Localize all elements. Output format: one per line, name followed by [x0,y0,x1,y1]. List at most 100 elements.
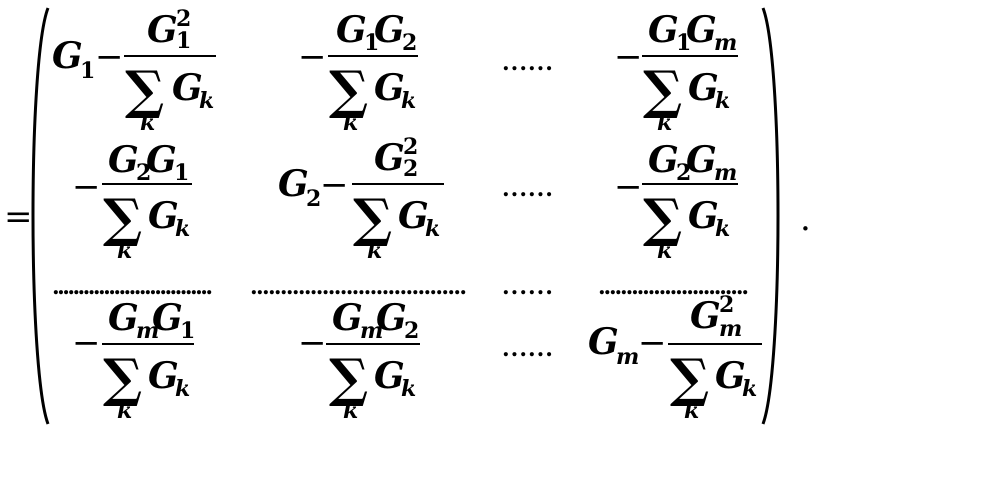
svg-text:G: G [278,163,309,205]
cell-m-2: − G m G 2 ∑ G k k [298,297,420,424]
svg-text:G: G [108,297,139,339]
svg-text:G: G [172,67,203,109]
cell-2-4: − G 2 G m ∑ G k k [614,139,738,264]
svg-text:G: G [374,9,405,51]
svg-text:k: k [175,376,190,402]
svg-text:G: G [398,195,429,237]
equals-sign: = [4,197,33,237]
svg-text:G: G [376,297,407,339]
svg-text:k: k [117,238,132,264]
cell-1-3: ...... [502,50,554,76]
svg-text:k: k [401,88,416,114]
svg-text:∑: ∑ [670,348,709,409]
period: . [800,199,811,239]
svg-text:∑: ∑ [103,188,142,249]
svg-text:−: − [614,167,643,207]
svg-text:−: − [72,323,101,363]
svg-text:G: G [152,297,183,339]
svg-text:k: k [715,88,730,114]
svg-text:G: G [108,139,139,181]
svg-text:k: k [742,376,757,402]
svg-text:k: k [343,110,358,136]
svg-text:G: G [148,195,179,237]
cell-2-1: − G 2 G 1 ∑ G k k [72,139,192,264]
svg-text:k: k [715,216,730,242]
svg-text:1: 1 [174,160,189,186]
svg-text:G: G [686,139,717,181]
svg-text:2: 2 [676,160,691,186]
svg-text:k: k [684,398,699,424]
cell-2-2: G 2 − G 2 2 ∑ G k k [278,134,444,264]
svg-text:1: 1 [676,30,691,56]
svg-text:G: G [147,9,178,51]
svg-text:G: G [146,139,177,181]
svg-text:k: k [401,376,416,402]
svg-text:m: m [616,344,639,370]
svg-text:G: G [690,295,721,337]
svg-text:2: 2 [136,160,151,186]
svg-text:m: m [714,160,737,186]
svg-text:k: k [199,88,214,114]
svg-text:∑: ∑ [103,348,142,409]
svg-text:..............................: .................................... [250,274,468,300]
svg-text:2: 2 [402,30,417,56]
svg-text:G: G [374,137,405,179]
svg-text:G: G [52,35,83,77]
svg-text:∑: ∑ [643,188,682,249]
svg-text:k: k [175,216,190,242]
svg-text:2: 2 [403,134,418,160]
cell-1-2: − G 1 G 2 ∑ G k k [298,9,418,136]
svg-text:k: k [657,110,672,136]
svg-text:G: G [688,67,719,109]
svg-text:G: G [686,9,717,51]
svg-text:∑: ∑ [329,60,368,121]
cell-m-3: ...... [502,336,554,362]
svg-text:G: G [336,9,367,51]
svg-text:2: 2 [176,6,191,32]
svg-text:G: G [374,67,405,109]
left-paren [31,7,50,425]
svg-text:∑: ∑ [329,348,368,409]
svg-text:..............................: ............................... [52,274,214,300]
svg-text:m: m [136,318,159,344]
svg-text:−: − [298,37,327,77]
svg-text:−: − [72,167,101,207]
svg-text:∑: ∑ [125,60,164,121]
cell-m-1: − G m G 1 ∑ G k k [72,297,195,424]
dots-row: ............................... ........… [52,274,750,300]
svg-text:G: G [648,9,679,51]
cell-1-4: − G 1 G m ∑ G k k [614,9,738,136]
svg-text:G: G [715,355,746,397]
svg-text:k: k [425,216,440,242]
right-paren [761,7,780,425]
svg-text:...........................: ........................... [598,274,750,300]
svg-text:k: k [367,238,382,264]
svg-text:G: G [148,355,179,397]
svg-text:1: 1 [80,58,95,84]
svg-text:2: 2 [403,156,418,182]
svg-text:−: − [298,323,327,363]
svg-text:1: 1 [180,318,195,344]
svg-text:2: 2 [404,318,419,344]
svg-text:2: 2 [719,292,734,318]
svg-text:−: − [95,37,124,77]
svg-text:......: ...... [502,274,554,300]
svg-text:G: G [332,297,363,339]
svg-text:1: 1 [364,30,379,56]
cell-1-1: G 1 − G 2 1 ∑ G k k [52,6,216,136]
cell-2-3: ...... [502,176,554,202]
svg-text:k: k [140,110,155,136]
svg-text:k: k [343,398,358,424]
svg-text:∑: ∑ [643,60,682,121]
svg-text:G: G [688,195,719,237]
svg-text:G: G [588,321,619,363]
svg-text:−: − [320,165,349,205]
svg-text:−: − [638,323,667,363]
svg-text:∑: ∑ [353,188,392,249]
svg-text:−: − [614,37,643,77]
svg-text:k: k [117,398,132,424]
svg-text:2: 2 [306,186,321,212]
cell-m-4: G m − G 2 m ∑ G k k [588,292,762,424]
svg-text:m: m [714,30,737,56]
